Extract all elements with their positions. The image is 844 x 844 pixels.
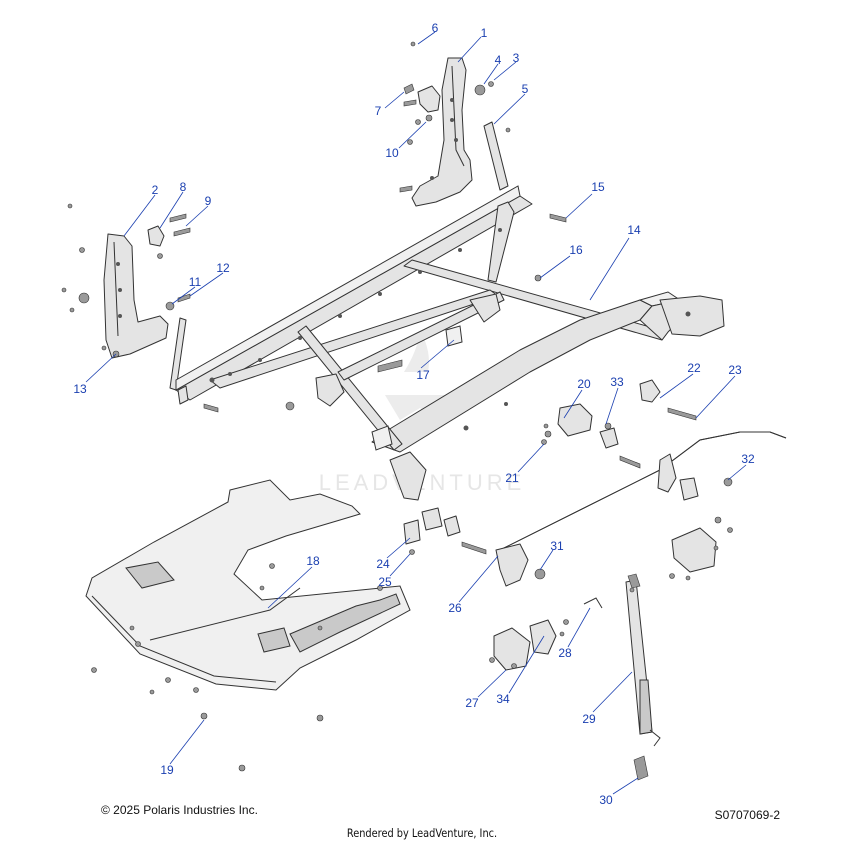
leader-lines (85, 31, 747, 795)
diagram-code: S0707069-2 (714, 808, 780, 822)
callout-22: 22 (687, 361, 701, 375)
callout-3: 3 (513, 51, 520, 65)
callout-16: 16 (569, 243, 583, 257)
callout-20: 20 (577, 377, 591, 391)
skid-plate (85, 479, 411, 772)
callout-27: 27 (465, 696, 479, 710)
callout-26: 26 (448, 601, 462, 615)
callout-4: 4 (495, 53, 502, 67)
callout-5: 5 (522, 82, 529, 96)
callout-2: 2 (152, 183, 159, 197)
callout-24: 24 (376, 557, 390, 571)
copyright-text: © 2025 Polaris Industries Inc. (101, 803, 258, 817)
callout-15: 15 (591, 180, 605, 194)
callout-19: 19 (160, 763, 174, 777)
callout-10: 10 (385, 146, 399, 160)
callout-23: 23 (728, 363, 742, 377)
callout-28: 28 (558, 646, 572, 660)
callout-31: 31 (550, 539, 564, 553)
rendered-by-credit: Rendered by LeadVenture, Inc. (346, 826, 498, 840)
callout-12: 12 (216, 261, 230, 275)
callout-25: 25 (378, 575, 392, 589)
callout-17: 17 (416, 368, 430, 382)
callout-30: 30 (599, 793, 613, 807)
callout-9: 9 (205, 194, 212, 208)
callout-8: 8 (180, 180, 187, 194)
callout-34: 34 (496, 692, 510, 706)
bracket-upper-right (399, 41, 511, 207)
callout-6: 6 (432, 21, 439, 35)
callout-33: 33 (610, 375, 624, 389)
callout-numbers: 1 2 3 4 5 6 7 8 9 10 11 12 13 14 15 16 1… (73, 21, 755, 807)
callout-11: 11 (189, 275, 202, 289)
callout-32: 32 (741, 452, 755, 466)
callout-29: 29 (582, 712, 596, 726)
sway-bar-assembly (403, 379, 787, 587)
bracket-left (61, 203, 191, 391)
callout-21: 21 (505, 471, 519, 485)
callout-18: 18 (306, 554, 320, 568)
callout-1: 1 (481, 26, 488, 40)
lower-mounts (489, 573, 661, 781)
callout-7: 7 (375, 104, 382, 118)
callout-13: 13 (73, 382, 87, 396)
callout-14: 14 (627, 223, 641, 237)
main-frame (175, 185, 725, 501)
